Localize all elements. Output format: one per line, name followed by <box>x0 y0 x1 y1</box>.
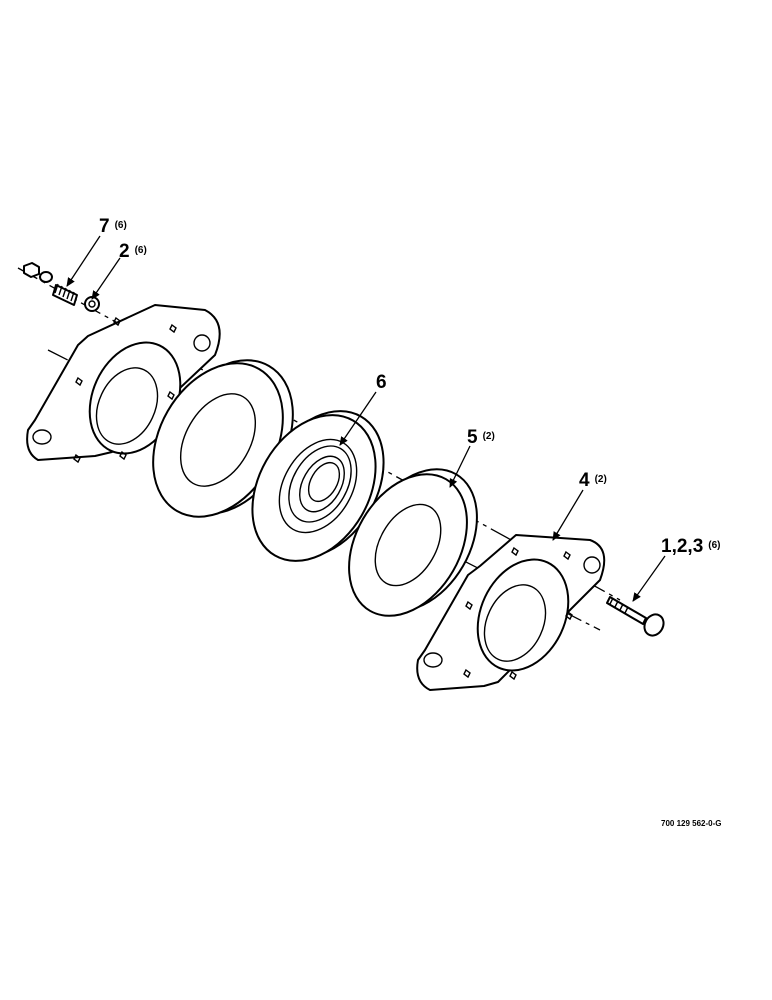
left-flange <box>26 304 221 464</box>
leader-2 <box>91 257 121 300</box>
hardware-stack <box>23 262 100 312</box>
callout-5: 5(2) <box>467 427 495 448</box>
leader-7 <box>66 235 101 287</box>
leader-4 <box>552 489 584 541</box>
callout-4: 4(2) <box>579 470 607 491</box>
callout-2: 2(6) <box>119 241 147 262</box>
callout-6: 6 <box>376 372 387 393</box>
right-seal-plate <box>348 468 478 617</box>
drawing-reference-code: 700 129 562-0-G <box>661 819 722 828</box>
bearing <box>251 410 385 562</box>
carriage-bolt <box>606 596 665 637</box>
right-flange <box>416 534 606 691</box>
callout-7: 7(6) <box>99 216 127 237</box>
leader-6 <box>339 391 377 446</box>
leader-123 <box>632 555 666 602</box>
callout-1-2-3: 1,2,3(6) <box>661 536 721 557</box>
leader-5 <box>449 445 471 488</box>
